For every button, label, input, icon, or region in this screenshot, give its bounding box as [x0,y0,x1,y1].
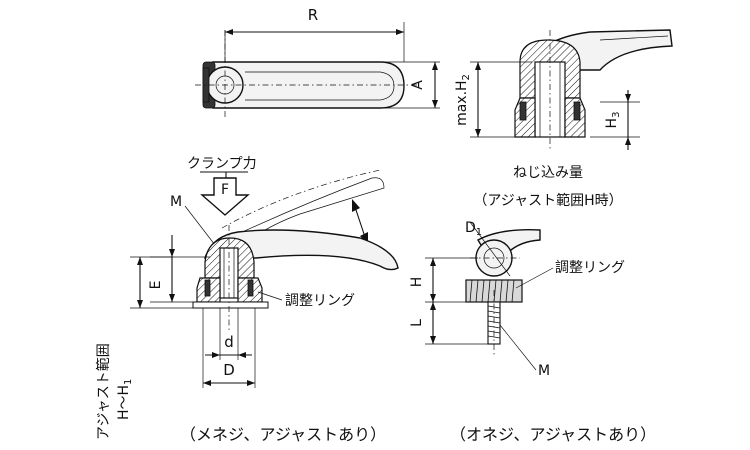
dimension-max-h2: max.H2 [454,61,532,138]
detail-section-view [514,29,673,150]
dimension-a: A [380,61,440,109]
label-thread-depth: ねじ込み量 [513,165,583,181]
top-view-lever [195,30,420,120]
dimension-h: H [409,257,478,303]
label-h: H [409,277,425,288]
label-d1: D1 [465,220,482,238]
label-clamp-force: クランプ力 [187,156,257,172]
label-adjust-ring-left: 調整リング [285,293,355,309]
caption-male-thread: （オネジ、アジャストあり） [450,425,656,444]
dimension-d-small: d [205,308,252,360]
dimension-e: E [148,235,210,303]
clamp-force-arrow: F [200,177,250,216]
label-adjust-ring-right: 調整リング [555,260,625,276]
label-d-large: D [223,361,235,379]
label-h3: H3 [604,112,622,129]
label-r: R [308,6,318,24]
label-l: L [409,319,425,327]
dimension-h3: H3 [590,90,640,150]
caption-female-thread: （メネジ、アジャストあり） [180,425,386,444]
label-thread-depth-note: （アジャスト範囲H時） [473,192,622,209]
label-max-h2: max.H2 [454,74,472,126]
label-h-range: H～H1 [116,379,134,420]
label-adjust-range: アジャスト範囲 [95,343,112,440]
label-e: E [148,281,164,290]
dimension-adjust-range: アジャスト範囲 H～H1 [95,256,193,440]
label-d-small: d [224,333,234,351]
label-a: A [410,80,426,90]
label-f: F [221,182,229,198]
dimension-d-large: D [202,308,256,388]
label-m-right: M [538,363,550,379]
male-thread-view [465,229,541,355]
label-m-left: M [170,194,182,210]
dimension-l: L [409,302,488,345]
dimension-r: R [224,6,405,62]
